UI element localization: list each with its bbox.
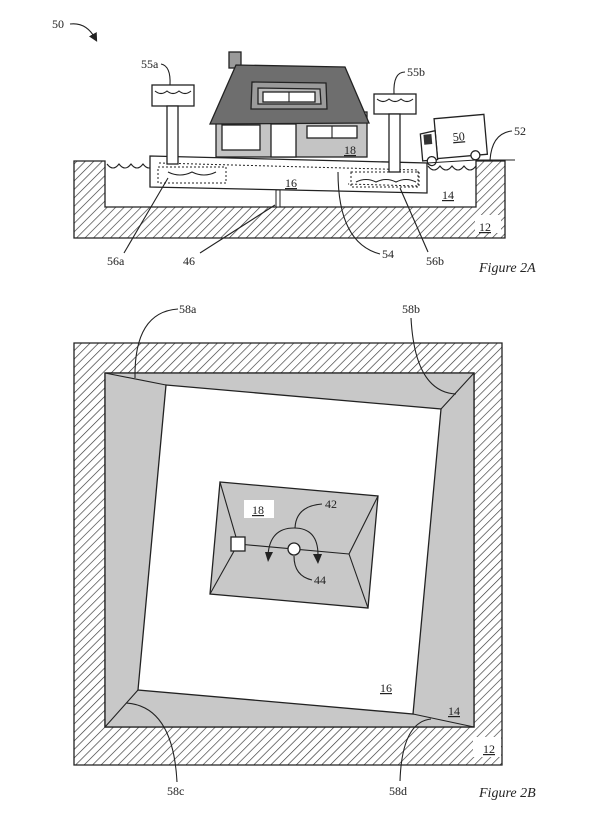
leader-58a [134, 308, 179, 379]
label-house-18: 18 [344, 143, 356, 157]
label-ground-52: 52 [514, 124, 526, 138]
water-waves-right [427, 165, 477, 171]
ramp [426, 159, 477, 164]
tank-b-water [355, 178, 417, 183]
leader-58c [125, 702, 178, 783]
leader-52 [489, 130, 513, 161]
rotation-arc [267, 527, 319, 556]
leader-54 [337, 171, 381, 255]
roof-hip-4 [348, 553, 369, 609]
label-water-14: 14 [442, 188, 454, 202]
label-truck-50: 50 [452, 129, 465, 144]
roof-hip-1 [219, 481, 239, 545]
system-arrow [69, 23, 98, 42]
tank-56a [157, 166, 227, 184]
door [270, 123, 297, 158]
label-corner-58c: 58c [167, 784, 184, 798]
caption-figure-2b: Figure 2B [478, 786, 536, 801]
label-pivot-46: 46 [183, 254, 195, 268]
truck-window [423, 134, 433, 145]
tank-a-water [167, 171, 217, 176]
basin-12 [73, 160, 506, 239]
basin-plan-label-bg [473, 737, 501, 757]
tank-56b [350, 171, 420, 188]
corner-line-b [440, 372, 475, 410]
label-water-14-plan: 14 [448, 704, 460, 718]
figure-2a: 50 12 52 14 16 56a 46 54 [52, 17, 536, 276]
leader-55b [393, 71, 406, 95]
label-system-50: 50 [52, 17, 64, 31]
label-conduit-54: 54 [382, 247, 394, 261]
label-basin-12: 12 [479, 220, 491, 234]
leader-56b [399, 187, 429, 253]
weight-55b [373, 93, 417, 173]
leader-44 [293, 555, 313, 581]
label-tank-56a: 56a [107, 254, 125, 268]
weight-55a [151, 84, 195, 165]
label-weight-55a: 55a [141, 57, 159, 71]
label-corner-58d: 58d [389, 784, 407, 798]
corner-line-c [104, 689, 139, 728]
conduit-54 [158, 162, 419, 187]
roof-hip-2 [209, 543, 239, 595]
leader-46 [199, 204, 276, 254]
label-weight-55b: 55b [407, 65, 425, 79]
truck-wheel-front [426, 155, 437, 167]
leader-58d [399, 718, 432, 782]
pivot-circle [287, 542, 301, 556]
leader-56a [123, 177, 169, 254]
pivot-46 [275, 189, 281, 208]
leader-55a [160, 63, 171, 86]
water-waves-left [106, 163, 156, 169]
house-label-bg [244, 500, 274, 518]
roof-hip-3 [348, 495, 379, 555]
label-rotation-44: 44 [314, 573, 326, 587]
label-corner-58a: 58a [179, 302, 197, 316]
label-house-18-plan: 18 [252, 503, 264, 517]
label-tank-56b: 56b [426, 254, 444, 268]
label-platform-16: 16 [285, 176, 297, 190]
basin-label-bg [475, 215, 501, 233]
caption-figure-2a: Figure 2A [478, 261, 536, 276]
window-left [221, 124, 261, 151]
label-corner-58b: 58b [402, 302, 420, 316]
figure-2b: 12 16 14 18 42 44 58a [73, 302, 536, 801]
house-18: 18 [209, 51, 370, 158]
truck-50: 50 [419, 113, 489, 167]
arrowhead-right [313, 554, 322, 564]
truck-wheel-rear [470, 150, 481, 161]
corner-line-a [104, 372, 167, 386]
platform-16 [149, 155, 428, 194]
anchor-square [230, 536, 246, 552]
leader-42 [294, 503, 323, 529]
arrowhead-left [265, 552, 273, 562]
label-platform-16-plan: 16 [380, 681, 392, 695]
label-basin-12-plan: 12 [483, 742, 495, 756]
label-rotation-42: 42 [325, 497, 337, 511]
leader-58b [410, 317, 457, 395]
corner-line-d [412, 713, 475, 728]
